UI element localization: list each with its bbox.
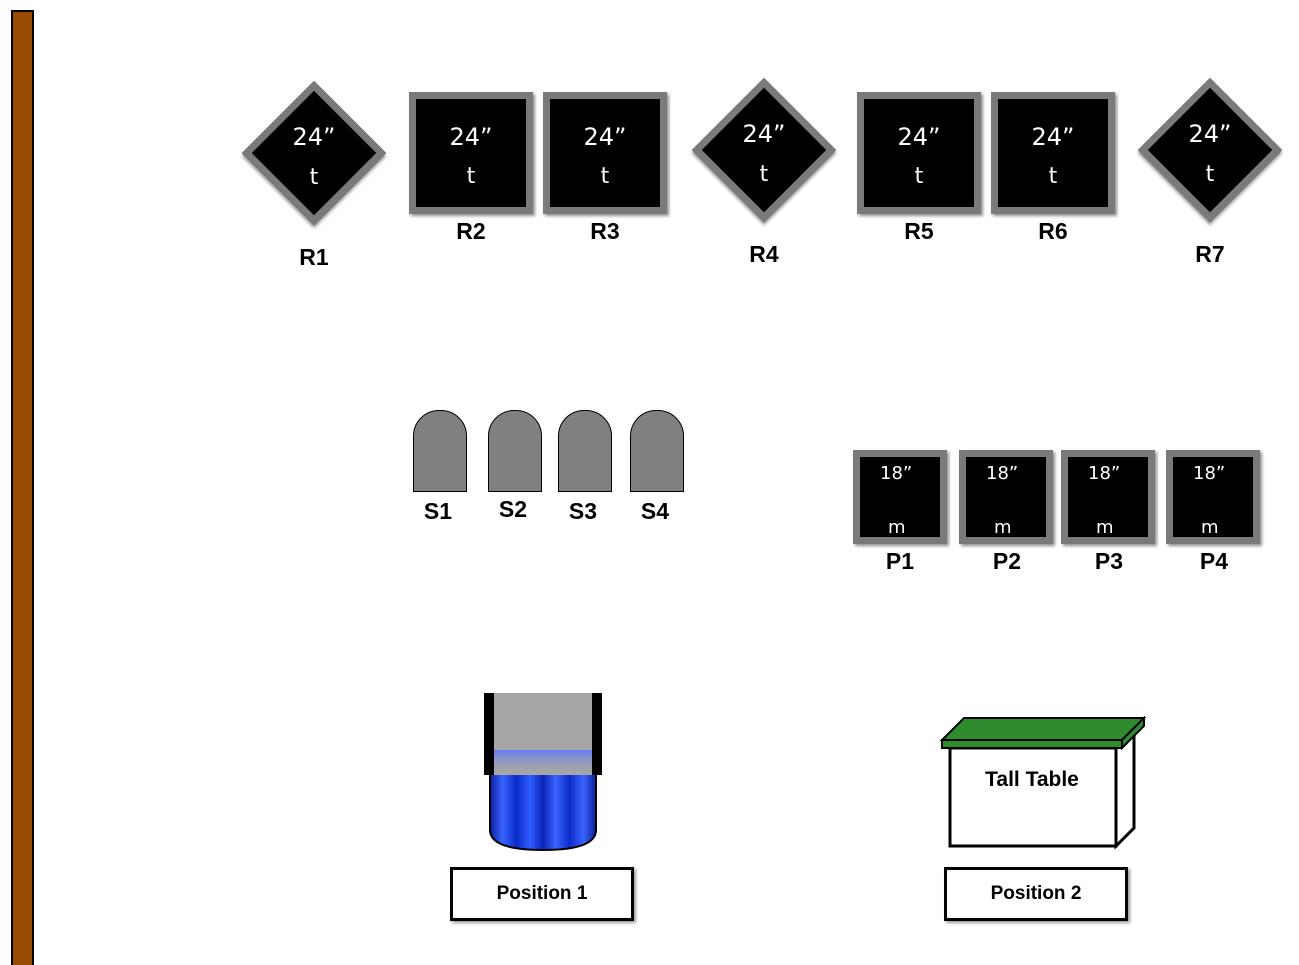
monitor-size-label: 24” bbox=[292, 123, 336, 151]
label-r4: R4 bbox=[749, 241, 779, 267]
monitor-r6: 24” t bbox=[991, 92, 1115, 214]
monitor-size-label: 18” bbox=[880, 463, 913, 484]
position-1-label: Position 1 bbox=[450, 867, 634, 921]
monitor-p1: 18” m bbox=[853, 450, 947, 544]
label-p3: P3 bbox=[1094, 548, 1124, 574]
monitor-r1: 24” t bbox=[241, 80, 387, 226]
label-r3: R3 bbox=[590, 218, 620, 244]
monitor-r5: 24” t bbox=[857, 92, 981, 214]
seat-s4 bbox=[630, 410, 684, 492]
monitor-p2: 18” m bbox=[959, 450, 1053, 544]
monitor-type-label: t bbox=[309, 165, 319, 190]
tall-table-label: Tall Table bbox=[985, 768, 1079, 791]
monitor-type-label: t bbox=[600, 164, 610, 189]
tall-table bbox=[939, 715, 1147, 850]
monitor-type-label: m bbox=[994, 517, 1012, 538]
label-s4: S4 bbox=[640, 498, 670, 524]
monitor-type-label: t bbox=[466, 164, 476, 189]
label-p1: P1 bbox=[885, 548, 915, 574]
monitor-type-label: t bbox=[759, 162, 769, 187]
monitor-size-label: 24” bbox=[1031, 123, 1075, 151]
monitor-r2: 24” t bbox=[409, 92, 533, 214]
position-2-label: Position 2 bbox=[944, 867, 1128, 921]
label-p4: P4 bbox=[1199, 548, 1229, 574]
monitor-type-label: m bbox=[1096, 517, 1114, 538]
monitor-size-label: 24” bbox=[897, 123, 941, 151]
monitor-type-label: t bbox=[1048, 164, 1058, 189]
label-r7: R7 bbox=[1195, 241, 1225, 267]
monitor-type-label: m bbox=[888, 517, 906, 538]
seat-s1 bbox=[413, 410, 467, 492]
monitor-r7: 24” t bbox=[1137, 77, 1283, 223]
monitor-type-label: t bbox=[1205, 162, 1215, 187]
seat-s3 bbox=[558, 410, 612, 492]
monitor-size-label: 18” bbox=[1193, 463, 1226, 484]
speaker-stand bbox=[484, 693, 602, 852]
monitor-size-label: 24” bbox=[583, 123, 627, 151]
label-s1: S1 bbox=[423, 498, 453, 524]
monitor-p3: 18” m bbox=[1061, 450, 1155, 544]
label-s3: S3 bbox=[568, 498, 598, 524]
monitor-size-label: 18” bbox=[986, 463, 1019, 484]
label-r6: R6 bbox=[1038, 218, 1068, 244]
label-r2: R2 bbox=[456, 218, 486, 244]
monitor-r4: 24” t bbox=[691, 77, 837, 223]
label-p2: P2 bbox=[992, 548, 1022, 574]
monitor-size-label: 24” bbox=[449, 123, 493, 151]
monitor-type-label: t bbox=[914, 164, 924, 189]
monitor-r3: 24” t bbox=[543, 92, 667, 214]
seat-s2 bbox=[488, 410, 542, 492]
wall bbox=[11, 10, 34, 965]
label-r1: R1 bbox=[299, 244, 329, 270]
monitor-size-label: 24” bbox=[742, 120, 786, 148]
monitor-size-label: 24” bbox=[1188, 120, 1232, 148]
monitor-p4: 18” m bbox=[1166, 450, 1260, 544]
monitor-size-label: 18” bbox=[1088, 463, 1121, 484]
label-s2: S2 bbox=[498, 496, 528, 522]
monitor-type-label: m bbox=[1201, 517, 1219, 538]
label-r5: R5 bbox=[904, 218, 934, 244]
